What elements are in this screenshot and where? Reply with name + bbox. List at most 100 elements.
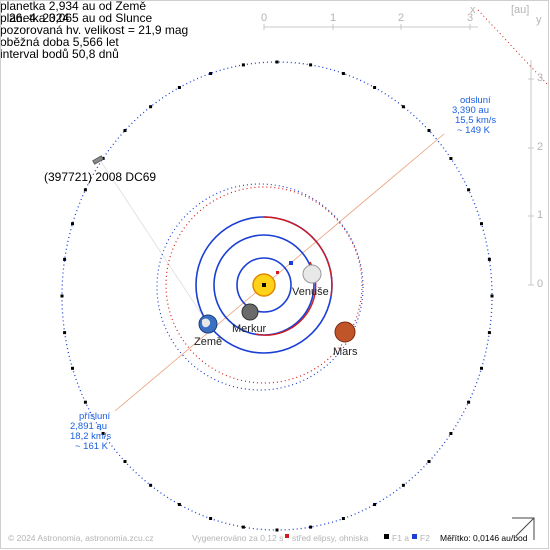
asteroid-point <box>490 294 494 298</box>
asteroid-point <box>209 72 213 75</box>
asteroid-point <box>487 331 491 335</box>
asteroid-point <box>401 483 405 487</box>
x-tick-label-2: 2 <box>398 12 405 24</box>
info-panel: planetka 2,934 au od Země planetka 3,065… <box>0 0 550 60</box>
aphelion-speed: 15,5 km/s <box>455 115 497 126</box>
asteroid-point <box>71 222 74 226</box>
asteroid-point <box>467 188 471 192</box>
earth-orbit-segment <box>263 216 333 297</box>
f2-marker-legend <box>412 534 417 539</box>
asteroid-point <box>60 294 64 298</box>
perihelion-speed: 18,2 km/s <box>70 431 112 442</box>
asteroid-point <box>123 460 127 463</box>
y-tick-label-0: 0 <box>537 278 544 290</box>
perihelion-values: 2,891 au 18,2 km/s ~ 161 K <box>70 422 111 452</box>
corner-diagonal <box>515 517 535 537</box>
mars-orbit-shadow <box>156 183 364 391</box>
asteroid-point <box>209 517 213 520</box>
info-line-magnitude: pozorovaná hv. velikost = 21,9 mag <box>0 23 189 37</box>
asteroid-point <box>63 257 67 261</box>
earth-label: Země <box>194 336 223 348</box>
info-line-sun-distance: planetka 3,065 au od Slunce <box>0 11 153 25</box>
asteroid-point <box>309 525 313 529</box>
y-axis-label: y <box>536 14 542 26</box>
asteroid-point <box>467 400 471 404</box>
x-tick-label-0: 0 <box>261 12 268 24</box>
mercury-label: Merkur <box>232 323 267 335</box>
asteroid-name-label: (397721) 2008 DC69 <box>44 170 157 184</box>
y-tick-label-3: 3 <box>537 72 544 84</box>
aphelion-values: 3,390 au 15,5 km/s ~ 149 K <box>452 106 496 136</box>
asteroid-orbit <box>61 61 493 531</box>
apsides-line <box>114 133 445 412</box>
unit-label: [au] <box>511 4 530 16</box>
asteroid-point <box>449 157 453 160</box>
asteroid-point <box>177 86 181 89</box>
mercury-orbit <box>236 257 292 313</box>
asteroid-point <box>101 432 105 435</box>
asteroid-point <box>149 483 153 487</box>
asteroid-point <box>373 503 377 506</box>
footer-center: střed elipsy, ohniska <box>292 533 369 543</box>
info-line-period: oběžná doba 5,566 let <box>0 35 119 49</box>
perihelion-title: přísluní <box>79 411 111 422</box>
asteroid-point <box>487 257 491 261</box>
asteroid-point <box>427 129 431 132</box>
asteroid-position-points <box>60 60 494 532</box>
asteroid-point <box>149 105 153 109</box>
focus-marker <box>276 271 279 274</box>
footer-f1: F1 a <box>392 533 410 543</box>
mars-icon <box>334 321 356 343</box>
aphelion-distance: 3,390 au <box>452 105 489 116</box>
asteroid-icon <box>92 155 104 165</box>
asteroid-point <box>83 400 87 404</box>
asteroid-point <box>341 517 345 520</box>
f1-marker-legend <box>384 534 389 539</box>
info-line-earth-distance: planetka 2,934 au od Země <box>0 0 147 13</box>
asteroid-point <box>241 63 245 67</box>
asteroid-point <box>373 86 377 89</box>
asteroid-point <box>401 105 405 109</box>
asteroid-point <box>123 129 127 132</box>
asteroid-point <box>309 63 313 67</box>
aphelion-title: odsluní <box>460 95 491 106</box>
footer-generated: Vygenerováno za 0,12 s <box>192 533 284 543</box>
mars-orbit-dotted <box>165 186 363 384</box>
venus-label: Venuše <box>292 286 329 298</box>
date-label: 26. 4. 2024 <box>9 11 70 25</box>
asteroid-point <box>275 528 279 532</box>
perihelion-distance: 2,891 au <box>70 421 107 432</box>
footer-scale: Měřítko: 0,0146 au/bod <box>440 533 528 543</box>
venus-icon <box>302 264 322 284</box>
y-tick-label-2: 2 <box>537 141 544 153</box>
aphelion-temp: ~ 149 K <box>457 125 491 136</box>
mercury-icon <box>241 303 259 321</box>
asteroid-point <box>241 525 245 529</box>
footer-f2: F2 <box>420 533 430 543</box>
perihelion-temp: ~ 161 K <box>75 441 109 452</box>
aphelion-block: odsluní <box>460 96 491 106</box>
sightline <box>99 159 209 325</box>
asteroid-point <box>83 188 87 192</box>
asteroid-point <box>71 366 74 370</box>
y-tick-label-1: 1 <box>537 209 544 221</box>
info-line-interval: interval bodů 50,8 dnů <box>0 47 119 61</box>
footer-copyright: © 2024 Astronomia, astronomia.zcu.cz <box>8 533 154 543</box>
earth-cloud-shape <box>202 318 211 328</box>
asteroid-point <box>480 222 483 226</box>
asteroid-point <box>63 331 67 335</box>
asteroid-point <box>177 503 181 506</box>
asteroid-point <box>275 60 279 64</box>
focus-f2-marker <box>289 261 293 265</box>
ellipse-center-marker <box>262 283 266 287</box>
asteroid-point <box>449 432 453 435</box>
asteroid-point <box>427 460 431 463</box>
asteroid-point <box>480 366 483 370</box>
asteroid-point <box>341 72 345 75</box>
x-tick-label-3: 3 <box>467 12 474 24</box>
center-marker-legend <box>285 534 289 538</box>
x-tick-label-1: 1 <box>330 12 337 24</box>
x-axis-label: x <box>470 4 476 16</box>
